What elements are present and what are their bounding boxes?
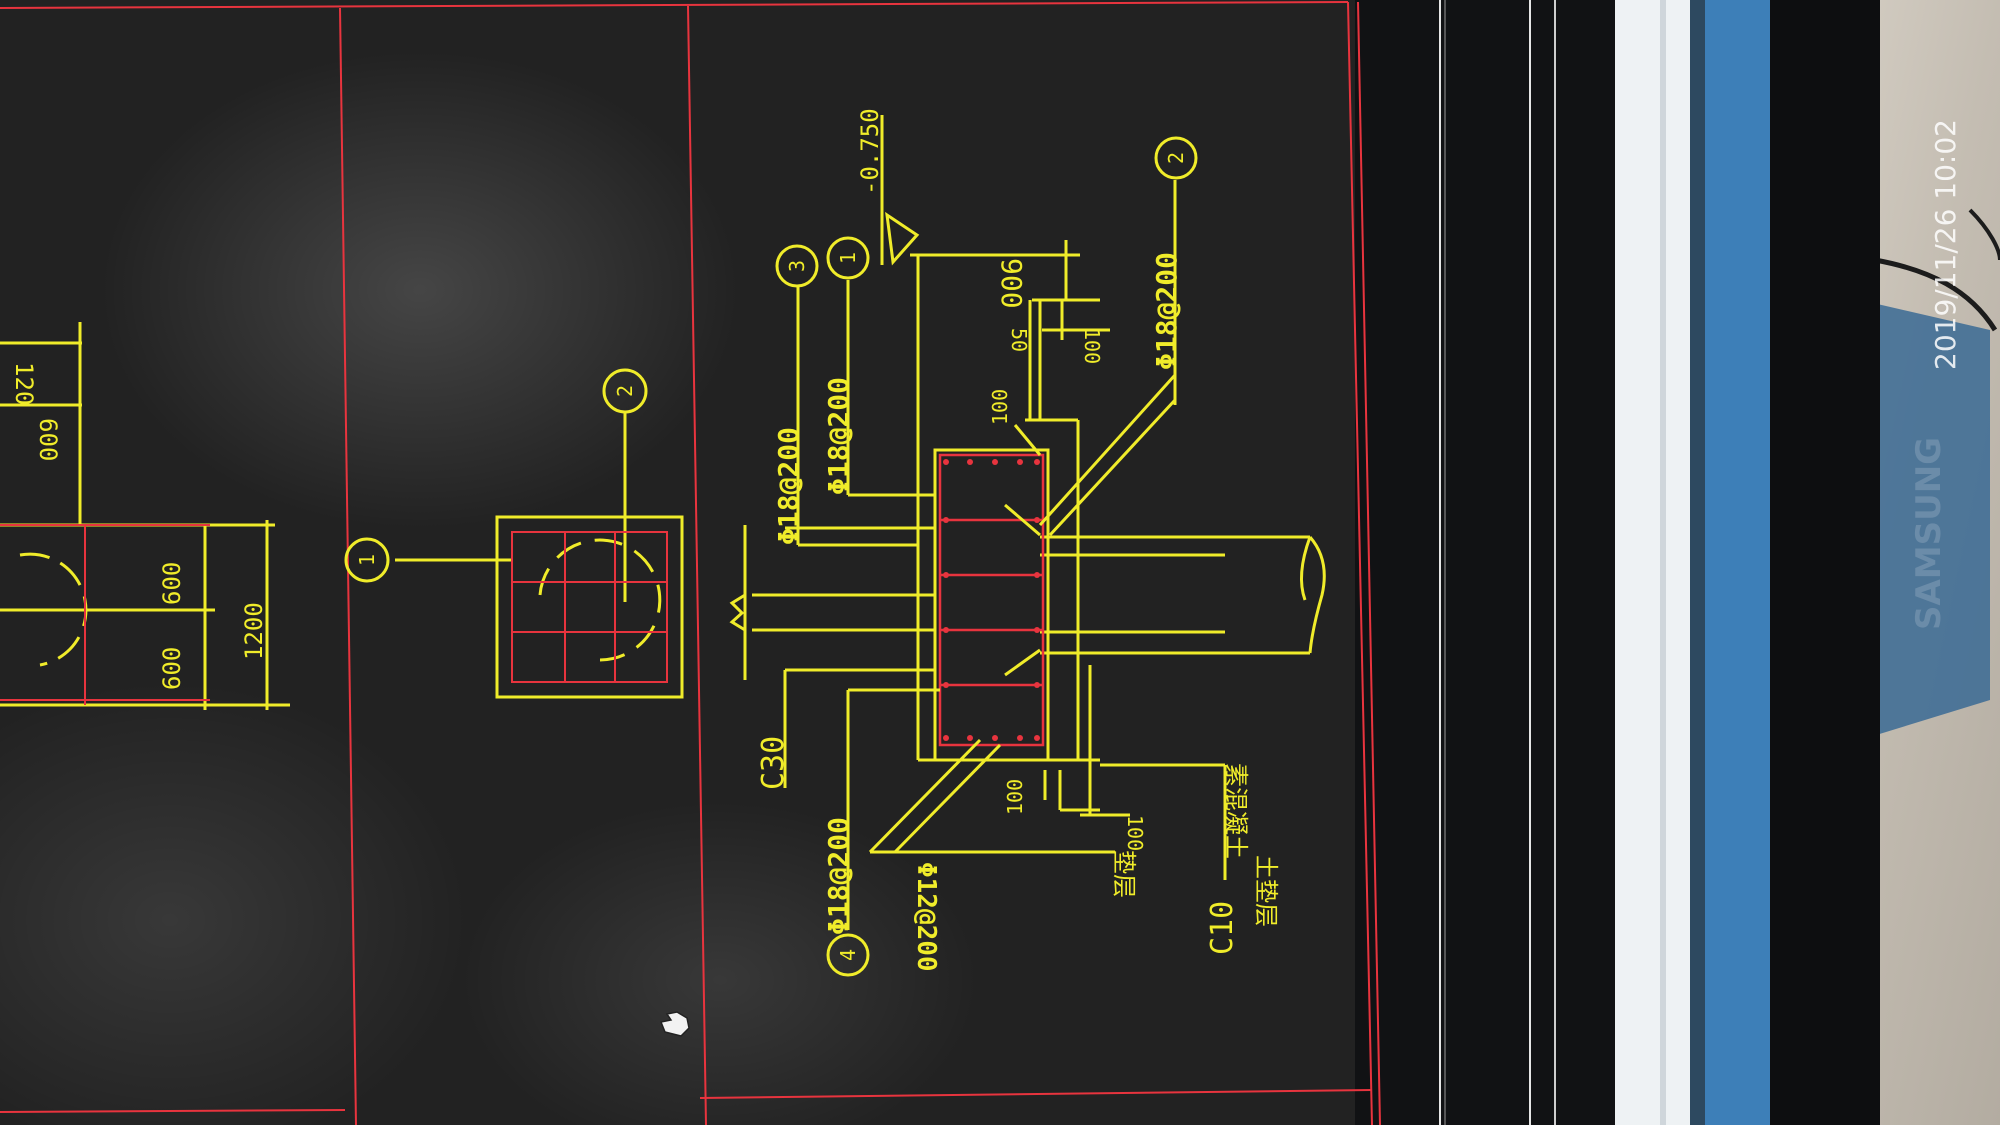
diagonal-rebars: [868, 373, 1177, 854]
leaders: [796, 180, 1227, 930]
ui-side-bar: [1705, 0, 1770, 1125]
section-bubble-3: 3: [785, 260, 809, 272]
monitor-stand: [1847, 300, 1990, 740]
label-soil: 土垫层: [1252, 855, 1280, 927]
left-detail: 120 600 600 600 1200: [0, 322, 290, 710]
rebar-label-bottom: Φ18@200: [822, 817, 855, 935]
concrete-c30: C30: [756, 736, 791, 790]
hand-cursor-icon: [659, 1011, 690, 1037]
rebar-label-top-left: Φ18@200: [772, 427, 805, 545]
dim-1200: 1200: [240, 602, 268, 660]
rebar-label-top-mid: Φ18@200: [822, 377, 855, 495]
dimensions: [880, 115, 1130, 817]
section-bubble-1: 1: [836, 252, 860, 264]
photo-timestamp: 2019/11/26 10:02: [1929, 119, 1962, 370]
rebar-dots: [943, 459, 1040, 741]
section-detail: 2 3 1 4 -0.750 900 50 100 100 100 100 Φ1…: [729, 108, 1326, 977]
dim-100-bottom: 100: [1003, 779, 1027, 815]
dim-100-mid: 100: [988, 389, 1012, 425]
dim-100-top: 100: [1080, 328, 1104, 364]
dim-50: 50: [1007, 328, 1031, 352]
label-bed: 素混凝土: [1222, 763, 1250, 859]
ui-white-strip: [1615, 0, 1690, 1125]
dim-900: 900: [995, 258, 1028, 309]
section-bubble-4: 4: [836, 949, 860, 961]
monitor-bezel: [1770, 0, 1880, 1125]
ui-dark-panel: [1355, 0, 1615, 1125]
pile: [1040, 535, 1326, 655]
label-cushion: 垫层: [1110, 850, 1138, 898]
stirrup-label: Φ12@200: [911, 862, 941, 972]
section-bubble-2: 2: [1164, 152, 1188, 164]
rebar-cage: [938, 453, 1045, 747]
dim-120: 120: [10, 362, 38, 405]
monitor-brand: SAMSUNG: [1909, 437, 1949, 630]
elevation-label: -0.750: [856, 108, 884, 195]
wall-stub: [729, 525, 935, 788]
dim-600-b: 600: [158, 647, 186, 690]
rebar-label-right: Φ18@200: [1150, 252, 1183, 370]
plan-detail: 1 2: [344, 368, 684, 699]
dim-600-top: 600: [34, 418, 62, 461]
plan-bubble-2: 2: [613, 385, 637, 397]
concrete-c10: C10: [1205, 901, 1240, 955]
plan-bubble-1: 1: [355, 554, 379, 566]
dim-600-a: 600: [158, 562, 186, 605]
dim-100-right: 100: [1123, 815, 1147, 851]
